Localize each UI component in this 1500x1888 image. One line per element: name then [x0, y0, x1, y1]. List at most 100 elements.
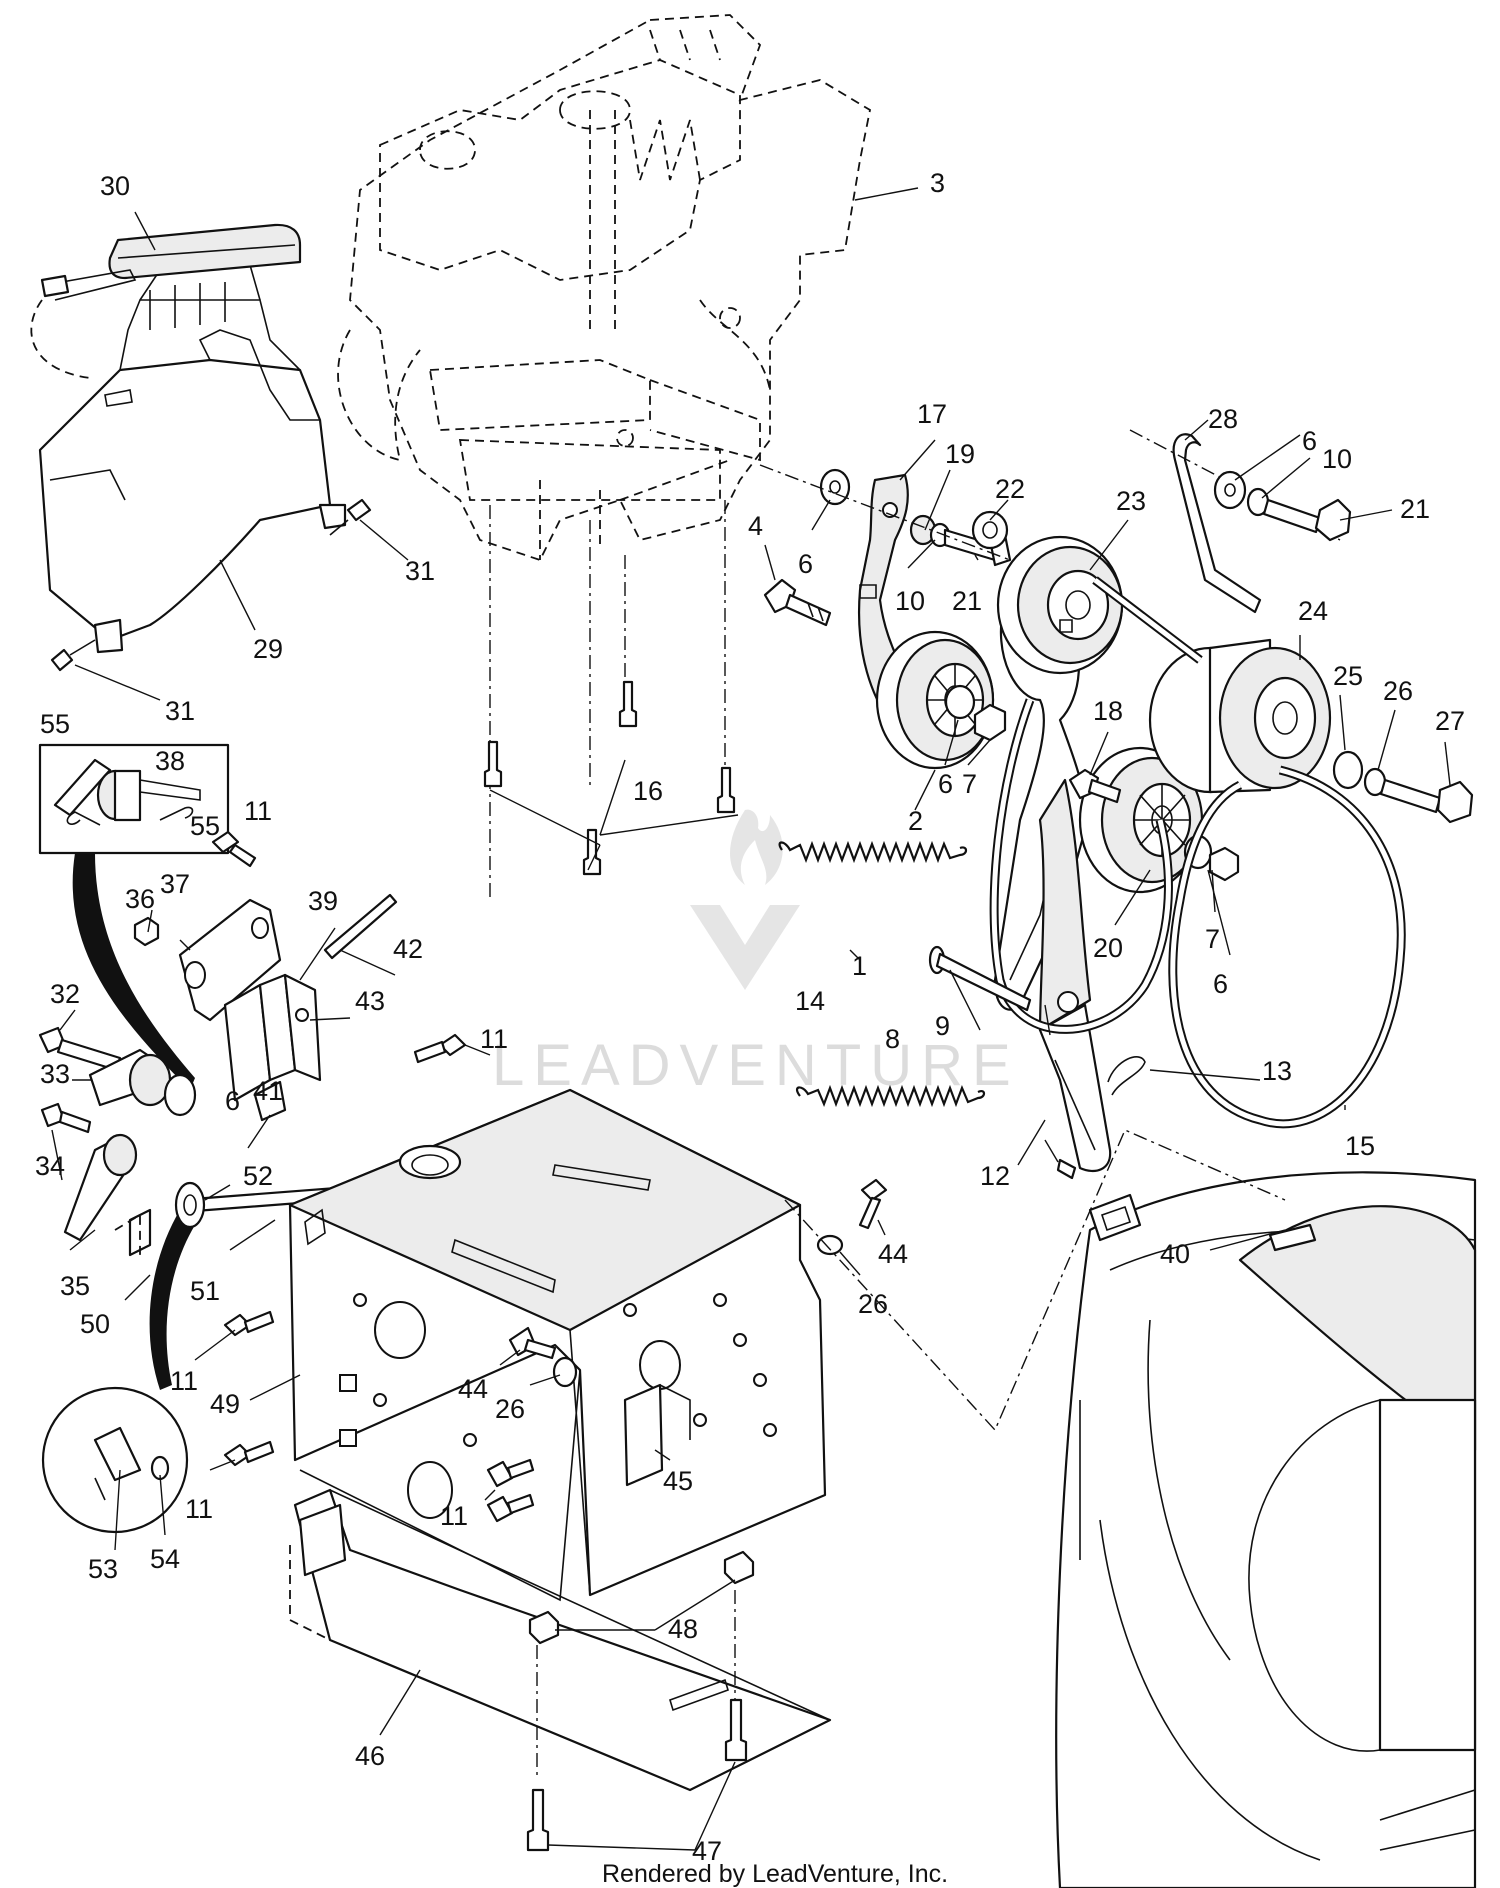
pulley-23: [996, 535, 1124, 675]
callout-11: 11: [440, 1501, 468, 1531]
detail-circle-53: [41, 1386, 189, 1534]
bolt-11c: [223, 1310, 275, 1337]
tab-48: [528, 1550, 755, 1645]
callout-8: 8: [885, 1024, 900, 1054]
drive-belt-15: [1168, 765, 1406, 1129]
callout-40: 40: [1160, 1239, 1190, 1269]
callout-53: 53: [88, 1554, 118, 1584]
bearing-52: [174, 1181, 206, 1229]
studs-47: [526, 1590, 748, 1852]
housing-dashed-line: [784, 1129, 1286, 1432]
bracket-37: [178, 898, 282, 1022]
detail-pointer: [72, 853, 195, 1090]
callout-4: 4: [748, 511, 763, 541]
bolt-31a: [329, 498, 372, 536]
callout-51: 51: [190, 1276, 220, 1306]
callout-47: 47: [692, 1836, 722, 1866]
callout-7: 7: [962, 769, 977, 799]
brake-arm-12: [1038, 778, 1112, 1180]
lever-33: [88, 1048, 197, 1117]
engine: [337, 14, 872, 562]
callout-26: 26: [858, 1289, 888, 1319]
bracket-41: [253, 1080, 287, 1122]
washer-6-nut-7: [944, 684, 1007, 742]
callout-labels: 30 3 31 29 31 17 19 22 28 6 10 21 4 6 10…: [35, 168, 1465, 1866]
watermark-logo: [690, 809, 800, 990]
callout-48: 48: [668, 1614, 698, 1644]
belt-cover: [38, 264, 347, 654]
callout-6: 6: [225, 1086, 240, 1116]
callout-29: 29: [253, 634, 283, 664]
callout-33: 33: [40, 1059, 70, 1089]
callout-3: 3: [930, 168, 945, 198]
callout-2: 2: [908, 806, 923, 836]
callout-20: 20: [1093, 933, 1123, 963]
callout-11: 11: [170, 1366, 198, 1396]
callout-44: 44: [878, 1239, 908, 1269]
callout-43: 43: [355, 986, 385, 1016]
callout-39: 39: [308, 886, 338, 916]
callout-21: 21: [952, 586, 982, 616]
bolt-11a: [211, 830, 257, 868]
rod-28: [1172, 433, 1262, 614]
leaders: [51, 187, 1451, 1851]
callout-11: 11: [480, 1024, 508, 1054]
watermark-text: LEADVENTURE: [492, 1033, 1020, 1098]
callout-31: 31: [405, 556, 435, 586]
callout-15: 15: [1345, 1131, 1375, 1161]
detail-pointer-b: [149, 1210, 195, 1390]
clip-13: [1107, 1056, 1146, 1096]
callout-7: 7: [1205, 924, 1220, 954]
callout-55: 55: [40, 709, 70, 739]
callout-11: 11: [244, 796, 272, 826]
callout-11: 11: [185, 1494, 213, 1524]
callout-35: 35: [60, 1271, 90, 1301]
callout-50: 50: [80, 1309, 110, 1339]
callout-6: 6: [938, 769, 953, 799]
nut-22: [971, 510, 1009, 550]
bolt-27: [1379, 778, 1474, 824]
callout-31: 31: [165, 696, 195, 726]
bolts-11d: [486, 1458, 535, 1523]
callout-41: 41: [253, 1076, 283, 1106]
callout-42: 42: [393, 934, 423, 964]
belt-cover-lid: [30, 223, 302, 379]
callout-14: 14: [795, 986, 825, 1016]
nut-36: [133, 916, 160, 947]
washer-6-10-bolt-21a: [1213, 470, 1352, 542]
callout-6: 6: [1213, 969, 1228, 999]
callout-25: 25: [1333, 661, 1363, 691]
callout-12: 12: [980, 1161, 1010, 1191]
callout-30: 30: [100, 171, 130, 201]
pulley-24: [1148, 638, 1332, 794]
bolt-31b: [50, 639, 96, 672]
lever-34-35: [40, 1102, 138, 1242]
callout-38: 38: [155, 746, 185, 776]
spring-14: [795, 1084, 986, 1108]
rod-42: [323, 893, 398, 960]
callout-44: 44: [458, 1374, 488, 1404]
auger-housing: [1055, 1171, 1477, 1888]
detail-box-38: [38, 743, 230, 855]
callout-27: 27: [1435, 706, 1465, 736]
engine-bolts: [483, 500, 736, 900]
callout-19: 19: [945, 439, 975, 469]
callout-54: 54: [150, 1544, 180, 1574]
idler-pulley-2: [875, 630, 995, 770]
callout-34: 34: [35, 1151, 65, 1181]
render-credit: Rendered by LeadVenture, Inc.: [602, 1860, 948, 1888]
callout-22: 22: [995, 474, 1025, 504]
callout-1: 1: [852, 951, 867, 981]
callout-13: 13: [1262, 1056, 1292, 1086]
callout-32: 32: [50, 979, 80, 1009]
washer-26c: [552, 1356, 578, 1388]
callout-37: 37: [160, 869, 190, 899]
bolt-44b: [508, 1326, 557, 1360]
callout-10: 10: [1322, 444, 1352, 474]
washer-26b: [816, 1234, 844, 1256]
callout-55: 55: [190, 811, 220, 841]
base-pan-46: [289, 1488, 832, 1792]
callout-17: 17: [917, 399, 947, 429]
spring-1: [778, 840, 968, 864]
